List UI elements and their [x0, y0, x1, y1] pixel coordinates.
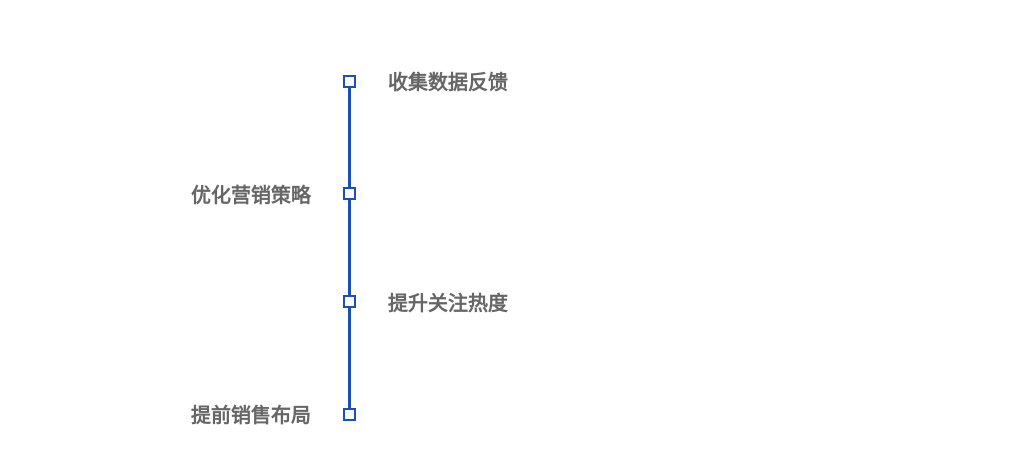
timeline-item-label: 提升关注热度 — [388, 291, 508, 315]
timeline-node-marker — [343, 295, 356, 308]
timeline-item-label: 提前销售布局 — [191, 403, 311, 427]
timeline-node-marker — [343, 408, 356, 421]
timeline-node-marker — [343, 75, 356, 88]
timeline-node-marker — [343, 187, 356, 200]
timeline-axis-line — [348, 82, 351, 415]
timeline-item-label: 优化营销策略 — [191, 183, 311, 207]
timeline-item-label: 收集数据反馈 — [388, 70, 508, 94]
